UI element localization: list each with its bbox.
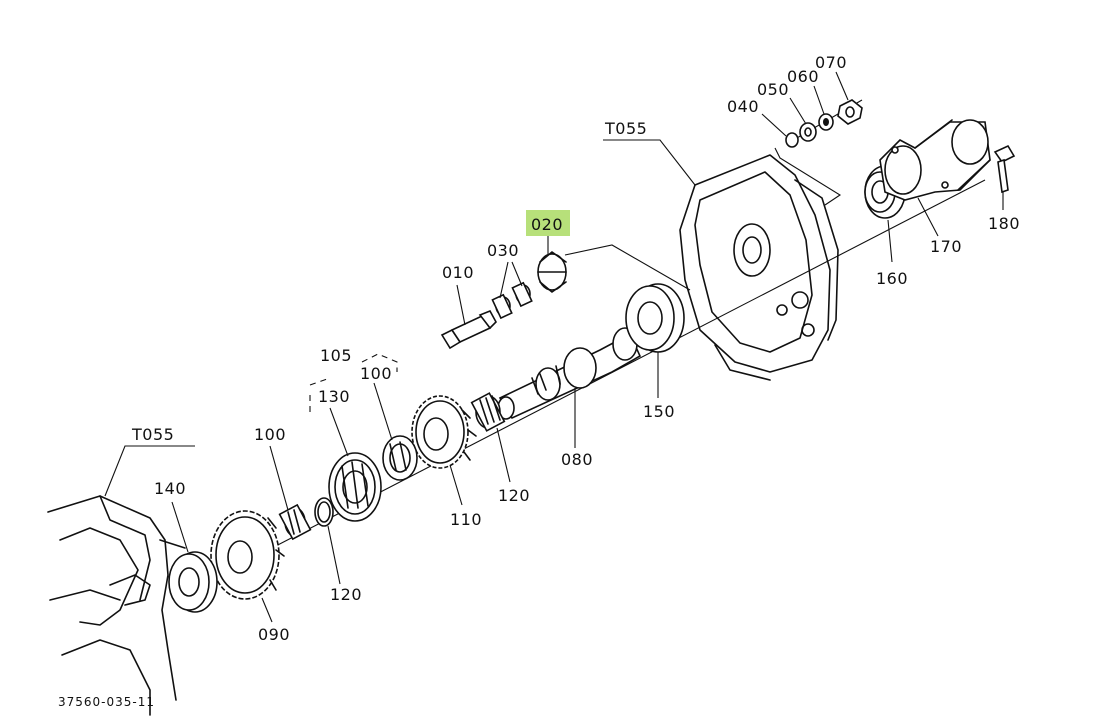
label-190[interactable]: 170 <box>930 237 962 256</box>
label-200[interactable]: 180 <box>988 214 1020 233</box>
part-030-needle-bearings[interactable] <box>491 281 533 320</box>
label-150[interactable]: 120 <box>498 486 530 505</box>
leader-110 <box>373 382 393 441</box>
label-130-text[interactable]: 130 <box>318 387 350 406</box>
leader-060 <box>813 85 825 115</box>
leader-050 <box>789 97 807 125</box>
part-130-synchro-sleeve[interactable] <box>328 452 382 522</box>
part-060-lock-washer[interactable] <box>818 113 834 131</box>
part-080-shaft[interactable] <box>497 327 642 420</box>
part-160-bearing[interactable] <box>168 551 218 613</box>
label-020[interactable]: 020 <box>531 215 563 234</box>
label-180[interactable]: 160 <box>876 269 908 288</box>
document-code: 37560-035-11 <box>58 695 155 709</box>
leader-140 <box>449 464 463 506</box>
part-150-needle-bearing[interactable] <box>470 392 506 432</box>
leader-090 <box>261 597 273 623</box>
part-110-bearing[interactable] <box>382 435 418 481</box>
part-190-cover[interactable] <box>879 119 991 201</box>
label-060[interactable]: 060 <box>787 67 819 86</box>
kit-105-bracket <box>309 353 398 413</box>
upper-housing-leader <box>603 139 696 186</box>
leader-180 <box>887 219 893 263</box>
part-100-needle-bearing[interactable] <box>278 503 312 541</box>
part-070-nut[interactable] <box>837 99 863 125</box>
label-010[interactable]: 010 <box>442 263 474 282</box>
leader-160 <box>171 501 189 553</box>
leader-120 <box>327 525 341 585</box>
part-050-washer[interactable] <box>799 122 817 142</box>
label-100-shown[interactable]: 100 <box>254 425 286 444</box>
leader-150 <box>496 427 511 483</box>
label-105[interactable]: 105 <box>320 346 352 365</box>
part-120-snap-ring[interactable] <box>314 497 334 527</box>
leader-190 <box>917 197 939 237</box>
upper-housing-label[interactable]: T055 <box>604 119 647 138</box>
lower-housing-leader <box>104 445 195 497</box>
part-140-gear[interactable] <box>411 395 477 469</box>
label-140[interactable]: 110 <box>450 510 482 529</box>
label-120-shown[interactable]: 120 <box>330 585 362 604</box>
bolt-axis-line <box>774 147 842 206</box>
leader-100 <box>269 445 289 511</box>
part-040-ring[interactable] <box>785 132 799 148</box>
part-020-idler-gear[interactable] <box>537 251 567 293</box>
label-170[interactable]: 150 <box>643 402 675 421</box>
label-090[interactable]: 090 <box>258 625 290 644</box>
leader-070 <box>835 71 849 101</box>
part-090-gear[interactable] <box>210 510 285 600</box>
part-170-bearing[interactable] <box>625 283 685 353</box>
highlight-020 <box>526 210 570 236</box>
part-200-bolt[interactable] <box>993 144 1016 194</box>
leader-130 <box>329 407 349 457</box>
label-040[interactable]: 040 <box>727 97 759 116</box>
label-050[interactable]: 050 <box>757 80 789 99</box>
label-030[interactable]: 030 <box>487 241 519 260</box>
label-070[interactable]: 070 <box>815 53 847 72</box>
label-160[interactable]: 140 <box>154 479 186 498</box>
lower-housing-drawing <box>47 495 186 716</box>
leader-040 <box>761 113 787 137</box>
leader-010 <box>456 284 466 326</box>
idler-axis-line <box>564 244 691 291</box>
part-010-pin[interactable] <box>440 309 497 350</box>
leader-030 <box>499 261 523 299</box>
label-080[interactable]: 080 <box>561 450 593 469</box>
label-110-text[interactable]: 100 <box>360 364 392 383</box>
lower-housing-label[interactable]: T055 <box>131 425 174 444</box>
